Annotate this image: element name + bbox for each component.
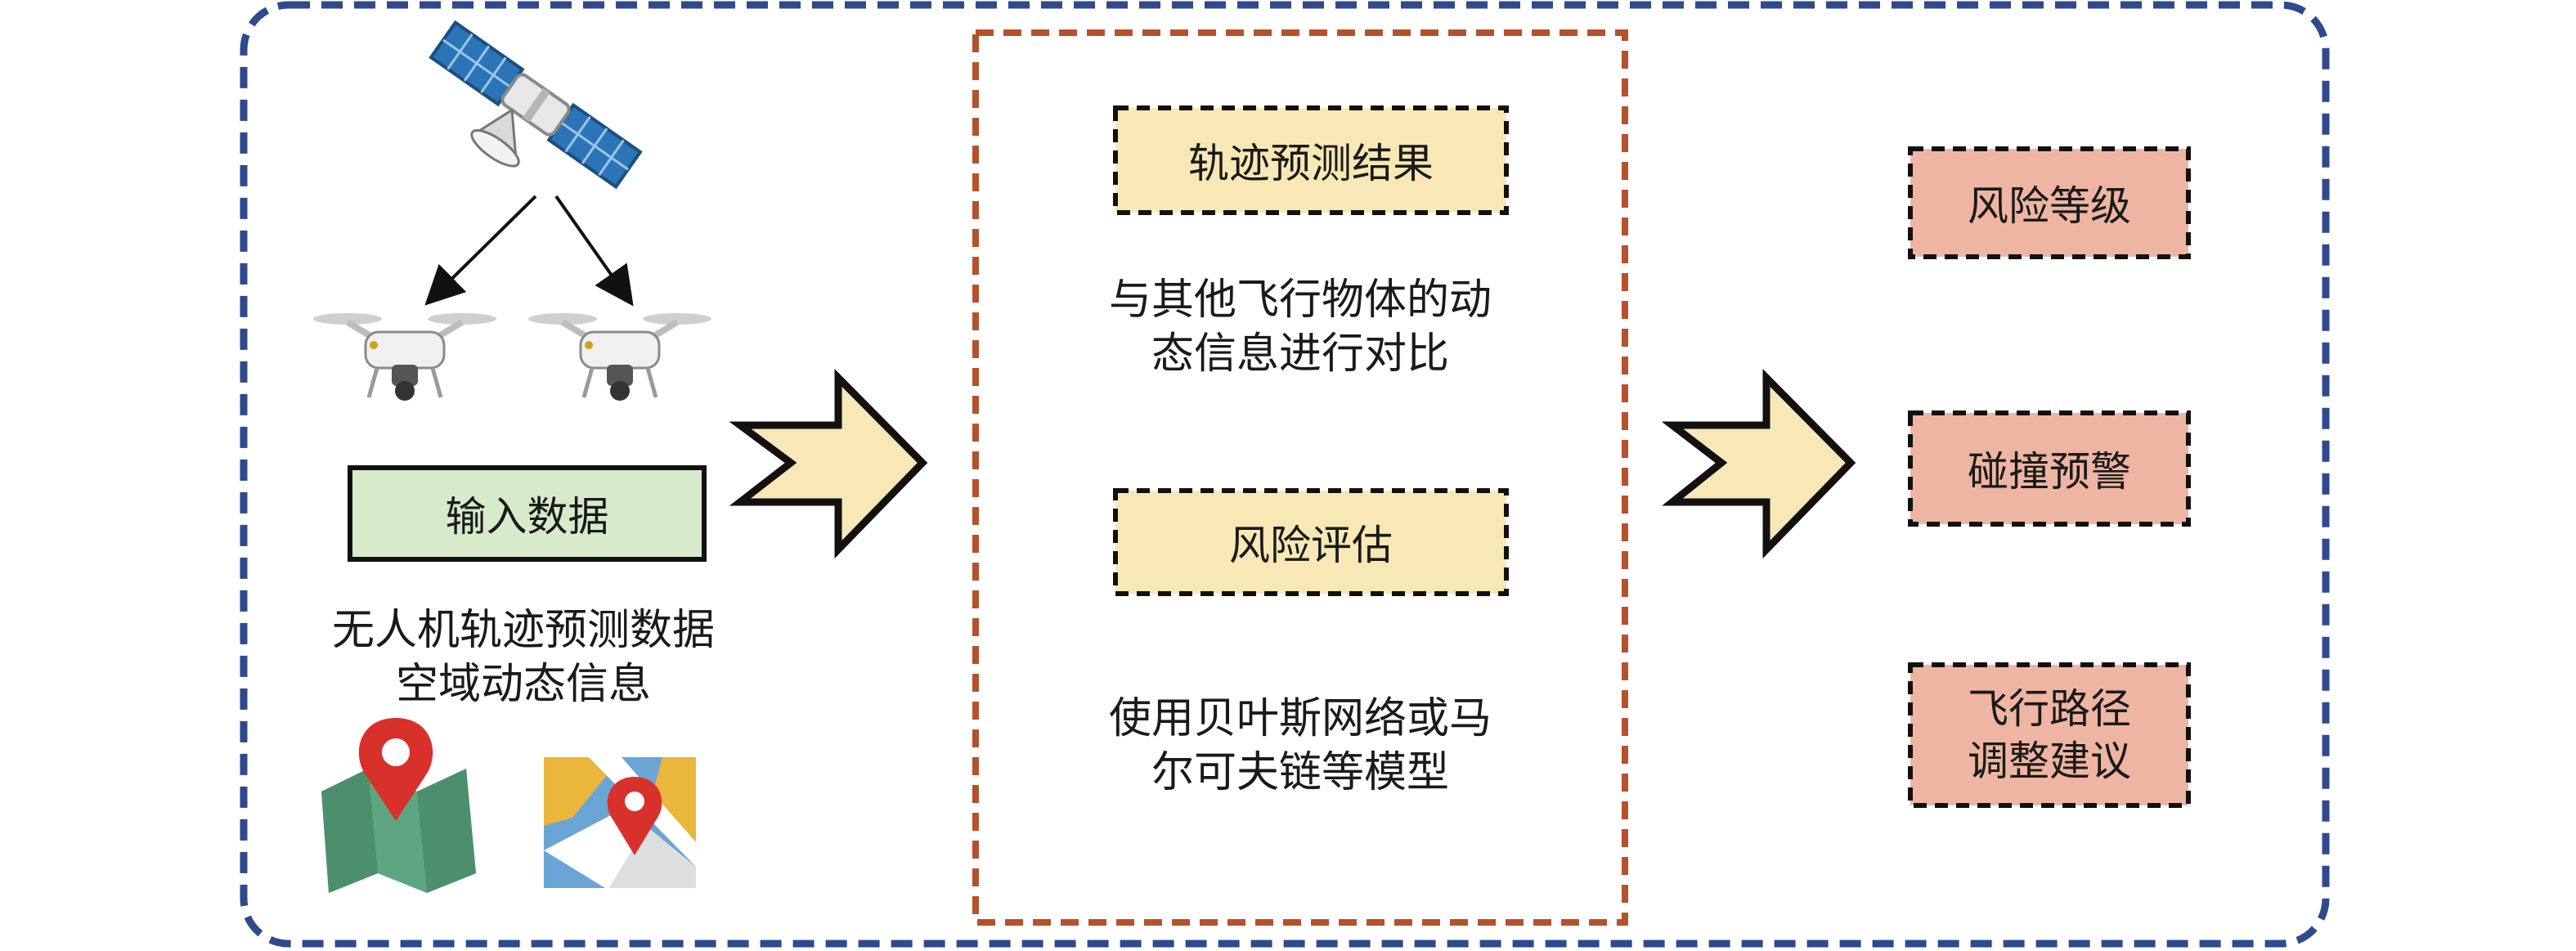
trajectory-result-label: 轨迹预测结果: [1188, 140, 1434, 187]
risk-level-box: [1908, 146, 2191, 259]
input-description-line-2: 空域动态信息: [395, 660, 651, 709]
trajectory-result-box: [1113, 105, 1509, 215]
map-icon: [544, 757, 696, 888]
comparison-note-line-2: 态信息进行对比: [1151, 330, 1449, 379]
path-advice-label: 飞行路径 调整建议: [1910, 665, 2188, 805]
satellite-icon: [429, 20, 643, 190]
risk-level-label: 风险等级: [1968, 182, 2131, 230]
outer-frame: [240, 1, 2330, 948]
path-advice-line-2: 调整建议: [1968, 738, 2131, 785]
flow-arrow-process-to-output: [1661, 369, 1856, 559]
collision-warning-box: [1908, 410, 2191, 527]
drone-icon: [313, 313, 496, 401]
collision-warning-label: 碰撞预警: [1968, 448, 2131, 496]
input-data-label: 输入数据: [445, 493, 609, 541]
flow-arrow-input-to-process: [729, 369, 928, 559]
risk-assessment-label: 风险评估: [1229, 522, 1393, 569]
model-note-line-1: 使用贝叶斯网络或马: [1108, 694, 1492, 743]
arrow-satellite-to-drone-right: [554, 195, 634, 307]
comparison-note-line-1: 与其他飞行物体的动: [1108, 276, 1492, 325]
path-advice-box: [1908, 662, 2191, 808]
risk-assessment-box: [1113, 488, 1509, 596]
map-pin-icon: [321, 718, 476, 893]
input-description-line-1: 无人机轨迹预测数据: [331, 606, 715, 655]
process-frame: [972, 29, 1628, 926]
input-data-box: [348, 465, 707, 562]
path-advice-line-1: 飞行路径: [1968, 685, 2131, 733]
model-note-line-2: 尔可夫链等模型: [1151, 748, 1449, 797]
drone-icon: [528, 313, 711, 401]
arrow-satellite-to-drone-left: [424, 195, 537, 306]
